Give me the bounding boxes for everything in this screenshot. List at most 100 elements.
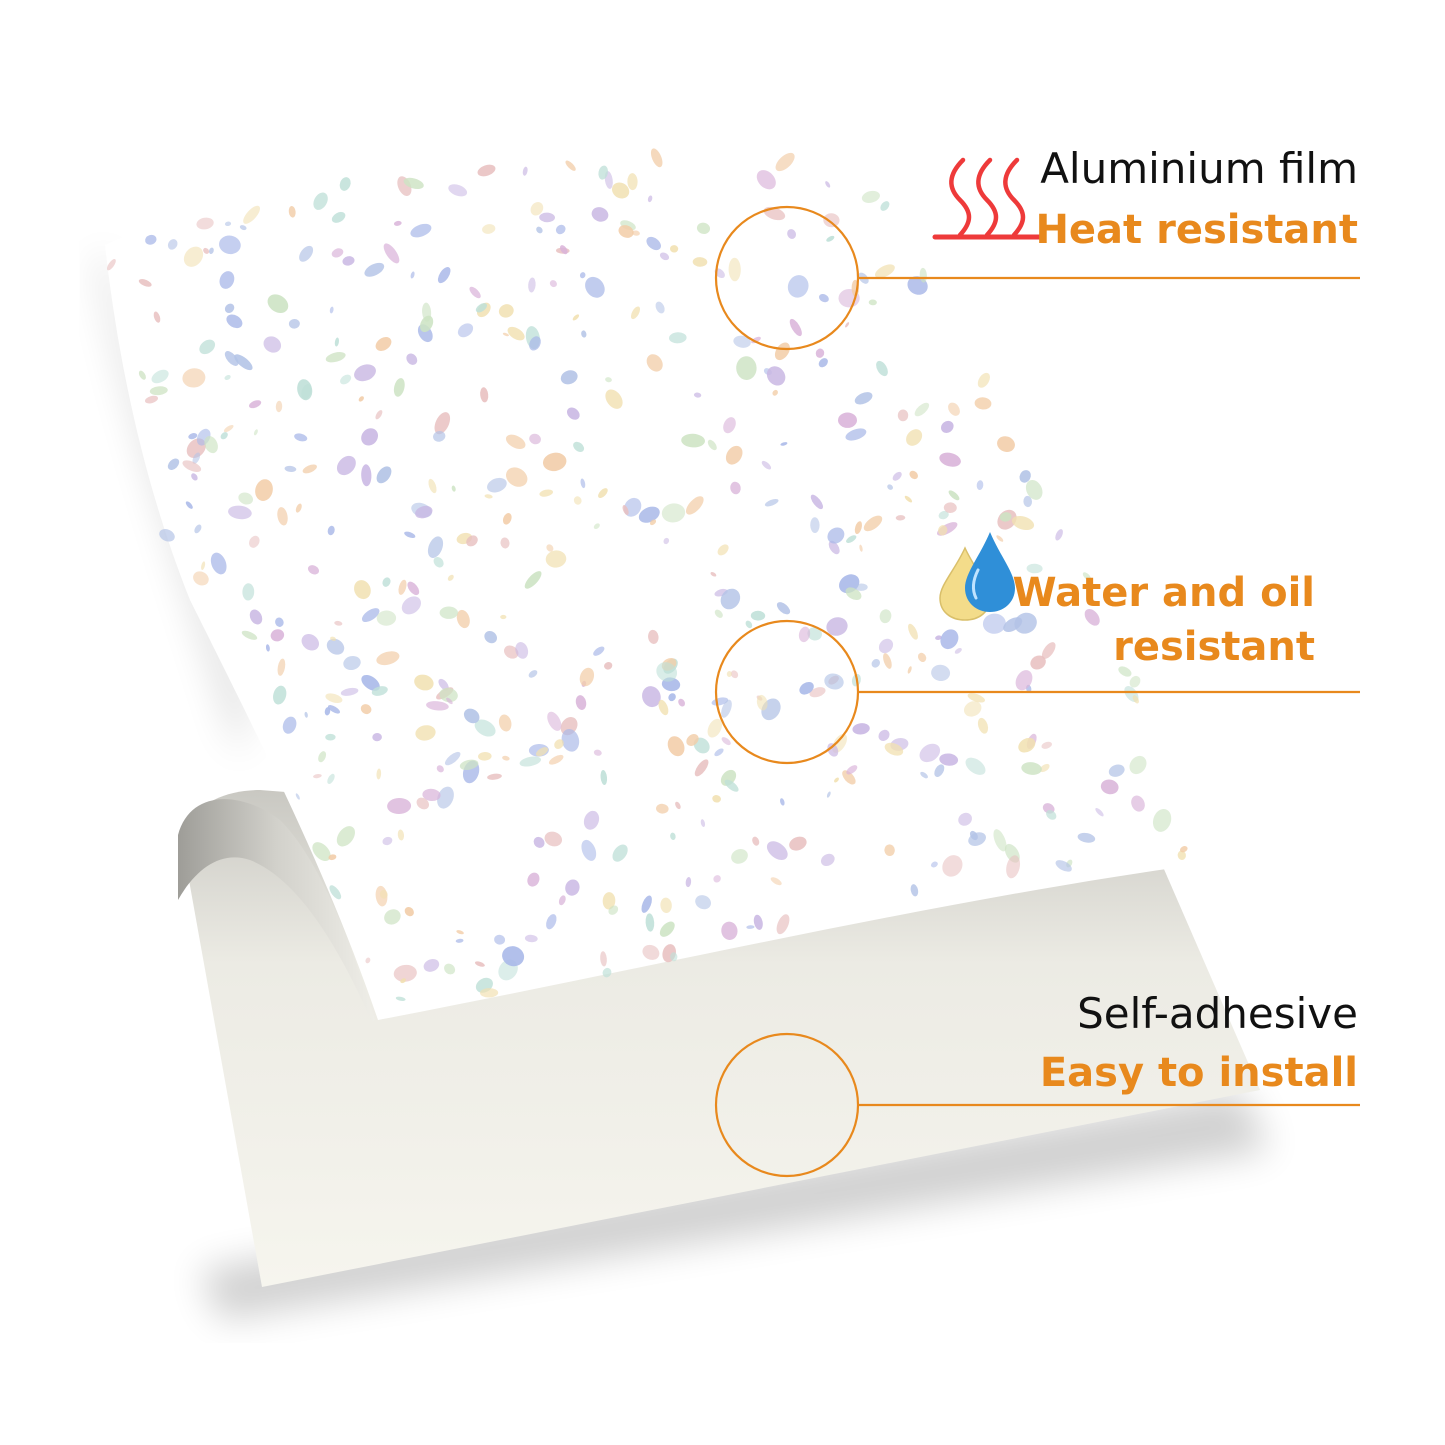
speckle [299,245,314,262]
speckle [583,810,600,830]
speckle [721,737,731,746]
speckle [376,610,397,626]
speckle [656,662,678,682]
speckle [138,370,146,380]
speckle [756,694,768,711]
speckle [714,748,724,757]
speckle [1019,594,1025,604]
speckle [253,429,258,436]
speckle [313,192,328,210]
speckle [656,803,669,814]
speckle [273,685,287,705]
speckle [433,431,446,442]
speckle [223,424,234,433]
speckle [500,537,510,549]
speckle [469,286,481,299]
speckle [447,574,454,581]
speckle [241,630,258,640]
speckle [826,617,848,636]
speckle [1108,764,1125,777]
speckle [935,635,942,640]
speckle [455,938,464,943]
speckle [204,436,218,454]
speckle [579,667,595,687]
speckle [907,666,912,674]
speckle [774,342,790,361]
speckle [670,832,676,840]
speckle [723,417,736,434]
speckle [275,400,283,413]
speckle [219,271,235,289]
speckle [360,704,372,715]
speckle [818,293,829,303]
speckle [611,182,630,199]
speckle [494,934,506,945]
speckle [456,930,464,935]
speckle [772,389,778,396]
speckle [863,515,883,532]
speckle [825,181,831,188]
speckle [696,222,711,234]
speckle [720,588,741,610]
speckle [659,252,670,261]
speckle [868,299,877,306]
speckle [477,164,496,177]
speckle [151,369,169,384]
speckle [766,841,788,860]
speckle [572,314,580,321]
speckle [842,770,856,785]
speckle [361,674,380,691]
speckle [199,339,216,355]
speckle [728,257,741,282]
speckle [630,306,641,320]
speckle [799,682,814,695]
speckle [604,662,613,670]
speckle [365,957,371,964]
speckle [504,645,519,659]
speckle [661,503,686,523]
speckle [686,734,699,746]
speckle [602,967,612,978]
speckle [436,765,444,773]
speckle [456,609,470,629]
speckle [1041,741,1053,749]
speckle [382,836,393,846]
speckle [361,608,380,623]
speckle [307,565,320,575]
speckle [993,829,1007,852]
speckle [224,351,239,366]
speckle [733,335,751,348]
speckle [581,839,597,861]
speckle [940,629,959,650]
speckle [559,245,568,255]
speckle [693,392,702,398]
speckle [789,836,807,851]
speckle [1132,695,1139,704]
speckle [438,678,449,691]
speckle [203,247,210,254]
speckle [427,536,444,558]
speckle [325,693,343,704]
speckle [685,496,704,515]
speckle [1026,563,1043,574]
speckle [325,733,336,741]
speckle [874,264,895,279]
speckle [397,829,405,841]
speckle [312,842,331,862]
speckle [750,610,766,621]
speckle [145,234,157,245]
speckle [717,544,729,556]
speckle [547,711,562,731]
speckle [943,502,957,514]
speckle [401,596,421,615]
speckle [648,629,659,644]
speckle [807,627,822,641]
speckle [602,892,616,910]
speckle [942,855,963,877]
speckle [340,374,352,385]
speckle [906,429,923,446]
film-sheet [105,148,1195,1020]
speckle [528,277,536,293]
speckle [507,326,525,341]
speckle [138,279,152,287]
